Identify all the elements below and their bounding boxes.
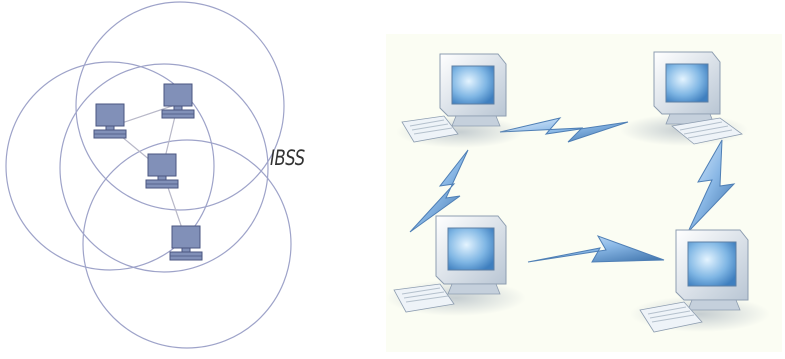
wireless-link-icon: [527, 235, 665, 263]
computer-icon: [169, 225, 203, 261]
computer-icon: [145, 153, 179, 189]
computer-icon: [161, 83, 195, 119]
coverage-circle: [82, 139, 292, 349]
ibss-coverage-diagram: [5, 1, 292, 349]
computer-icon: [93, 103, 127, 139]
wireless-link-icon: [499, 117, 629, 143]
coverage-circle: [59, 63, 269, 273]
coverage-circle: [75, 1, 285, 211]
computer-icon: [620, 51, 748, 146]
computer-icon: [396, 53, 524, 148]
computer-icon: [630, 229, 770, 333]
ibss-label: IBSS: [270, 146, 305, 170]
coverage-circle: [5, 61, 215, 271]
adhoc-network-illustration: [386, 34, 782, 352]
wireless-link-icon: [409, 149, 469, 233]
computer-icon: [386, 215, 526, 316]
